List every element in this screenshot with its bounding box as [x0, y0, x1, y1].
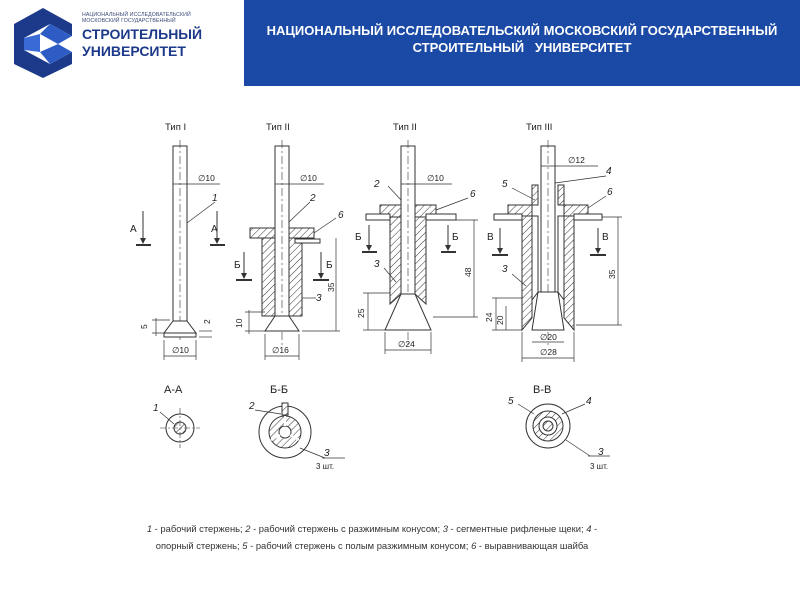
cut-letter: В [487, 232, 494, 243]
callout-label: 6 [338, 210, 344, 221]
callout-label: 6 [470, 189, 476, 200]
callout-label: 5 [508, 396, 514, 407]
drawing-labels: Тип I Тип II Тип II Тип III ∅10 ∅10 ∅10 … [130, 122, 617, 471]
dim-label: ∅20 [540, 332, 557, 342]
dim-label: ∅10 [172, 345, 189, 355]
dim-label: 5 [139, 324, 149, 329]
callout-label: 2 [248, 401, 255, 412]
cut-letter: В [602, 232, 609, 243]
section-label: Б-Б [270, 384, 288, 396]
caption-number: 5 [242, 540, 248, 551]
caption-text: - опорный стержень; [155, 523, 598, 551]
caption-text: - сегментные рифленые щеки; [447, 523, 587, 534]
logo-small-line: Национальный исследовательский [82, 12, 191, 18]
callout-label: 3 [324, 448, 330, 459]
dim-label: ∅12 [568, 155, 585, 165]
type-3-rod [492, 140, 622, 362]
title-banner: НАЦИОНАЛЬНЫЙ ИССЛЕДОВАТЕЛЬСКИЙ МОСКОВСКИ… [244, 0, 800, 86]
cut-letter: Б [355, 232, 362, 243]
caption-text: - рабочий стержень; [152, 523, 246, 534]
caption-text: - выравнивающая шайба [476, 540, 589, 551]
page-title: НАЦИОНАЛЬНЫЙ ИССЛЕДОВАТЕЛЬСКИЙ МОСКОВСКИ… [244, 22, 800, 56]
dim-label: 10 [234, 318, 244, 328]
callout-label: 1 [153, 403, 159, 414]
caption-number: 1 [146, 523, 153, 534]
section-label: В-В [533, 384, 551, 396]
dim-label: ∅24 [398, 339, 415, 349]
cut-letter: Б [326, 260, 333, 271]
type-label: Тип II [266, 122, 290, 133]
dim-label: ∅16 [272, 345, 289, 355]
callout-label: 2 [373, 179, 380, 190]
page-title-line: СТРОИТЕЛЬНЫЙ УНИВЕРСИТЕТ [412, 40, 632, 55]
dim-label: 48 [463, 267, 473, 277]
type-1-rod [136, 140, 225, 360]
callout-label: 6 [607, 187, 613, 198]
figure-caption: 1 - рабочий стержень; 2 - рабочий стерже… [132, 520, 612, 554]
dim-label: ∅10 [300, 173, 317, 183]
section-a-a [159, 408, 200, 448]
dim-label: 35 [326, 282, 336, 292]
logo-text: Национальный исследовательский московски… [82, 12, 242, 58]
logo-big-line: СТРОИТЕЛЬНЫЙ [82, 26, 203, 43]
caption-text: - рабочий стержень с полым разжимным кон… [247, 540, 472, 551]
callout-label: 2 [309, 193, 316, 204]
dim-label: 35 [607, 269, 617, 279]
type-2a-rod [236, 140, 340, 360]
dim-label: 20 [495, 315, 505, 325]
university-logo-icon [14, 8, 72, 78]
dim-label: ∅10 [427, 173, 444, 183]
caption-number: 6 [471, 540, 477, 551]
callout-label: 1 [212, 193, 218, 204]
section-b-b [254, 402, 345, 459]
callout-label: 5 [502, 179, 508, 190]
type-2b-rod [362, 140, 478, 354]
caption-number: 2 [245, 523, 251, 534]
section-v-v [517, 403, 610, 457]
qty-label: 3 шт. [590, 462, 608, 471]
dim-label: ∅28 [540, 347, 557, 357]
callout-label: 4 [586, 396, 592, 407]
callout-label: 3 [374, 259, 380, 270]
callout-label: 3 [316, 293, 322, 304]
cut-letter: А [130, 224, 137, 235]
cut-letter: Б [234, 260, 241, 271]
type-label: Тип III [526, 122, 552, 133]
caption-number: 4 [586, 523, 592, 534]
type-label: Тип II [393, 122, 417, 133]
dim-label: 24 [484, 312, 494, 322]
logo-big-line: УНИВЕРСИТЕТ [82, 43, 186, 60]
header: Национальный исследовательский московски… [0, 0, 800, 86]
page-title-line: НАЦИОНАЛЬНЫЙ ИССЛЕДОВАТЕЛЬСКИЙ МОСКОВСКИ… [266, 23, 778, 38]
type-label: Тип I [165, 122, 186, 133]
dim-label: 2 [202, 319, 212, 324]
section-label: А-А [164, 384, 183, 396]
callout-label: 3 [502, 264, 508, 275]
caption-text: - рабочий стержень с разжимным конусом; [250, 523, 443, 534]
dim-label: ∅10 [198, 173, 215, 183]
qty-label: 3 шт. [316, 462, 334, 471]
caption-number: 3 [442, 523, 448, 534]
cut-letter: А [211, 224, 218, 235]
technical-drawing: Тип I Тип II Тип II Тип III ∅10 ∅10 ∅10 … [130, 122, 622, 471]
dim-label: 25 [356, 308, 366, 318]
logo-small-line: московский государственный [82, 18, 176, 25]
cut-letter: Б [452, 232, 459, 243]
callout-label: 3 [598, 447, 604, 458]
callout-label: 4 [606, 166, 612, 177]
